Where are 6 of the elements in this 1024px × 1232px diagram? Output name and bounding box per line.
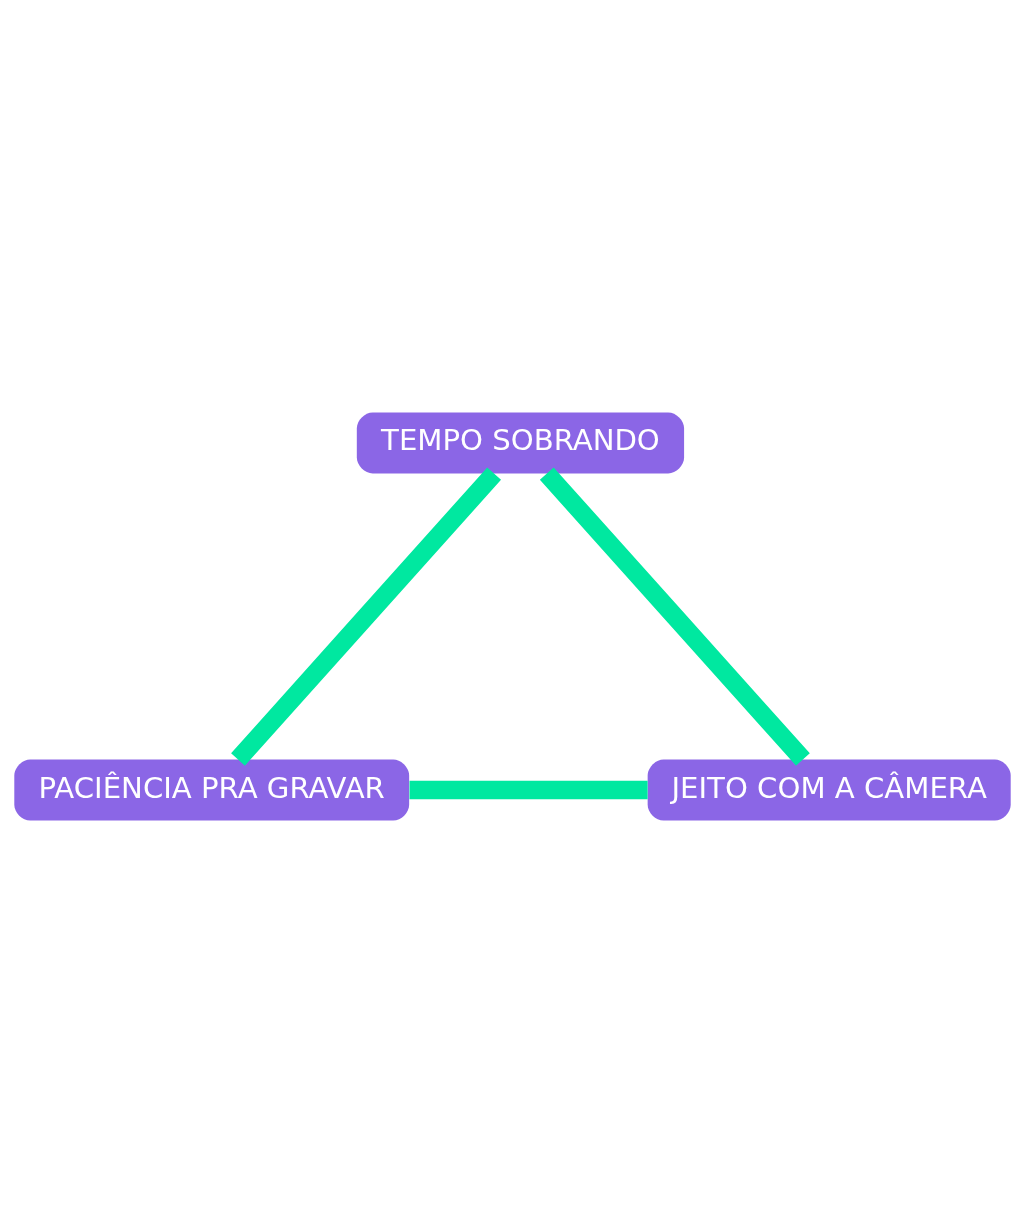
node-box: PACIÊNCIA PRA GRAVAR: [13, 759, 409, 821]
connector: [230, 466, 501, 766]
node-box: JEITO COM A CÂMERA: [647, 759, 1011, 821]
connector: [539, 466, 810, 766]
connector: [409, 780, 648, 799]
node-box: TEMPO SOBRANDO: [356, 411, 684, 473]
